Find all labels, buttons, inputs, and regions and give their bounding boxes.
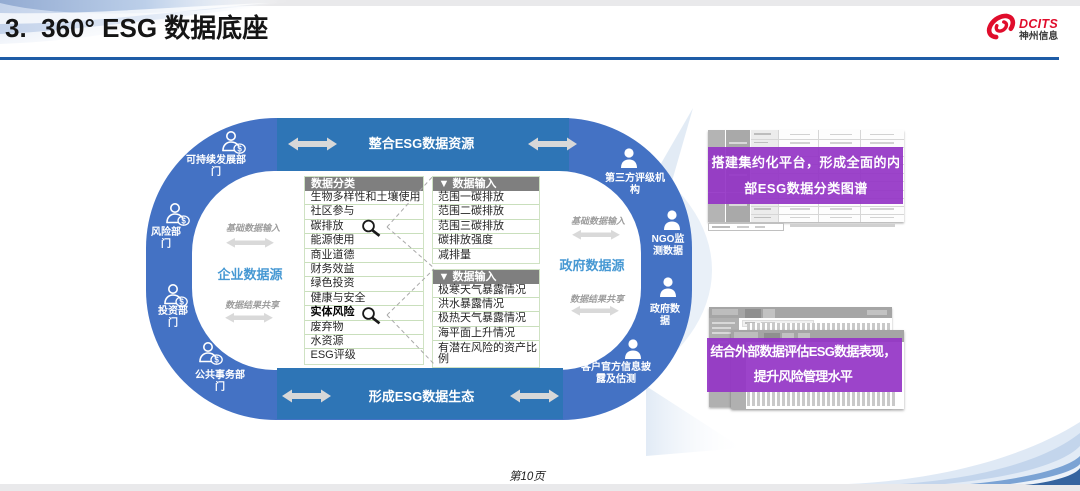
svg-text:$: $ [181, 217, 186, 226]
svg-text:$: $ [214, 356, 219, 365]
svg-text:$: $ [237, 145, 242, 154]
svg-text:DCITS: DCITS [1019, 17, 1058, 31]
svg-text:神州信息: 神州信息 [1019, 29, 1058, 42]
svg-text:$: $ [179, 298, 184, 307]
